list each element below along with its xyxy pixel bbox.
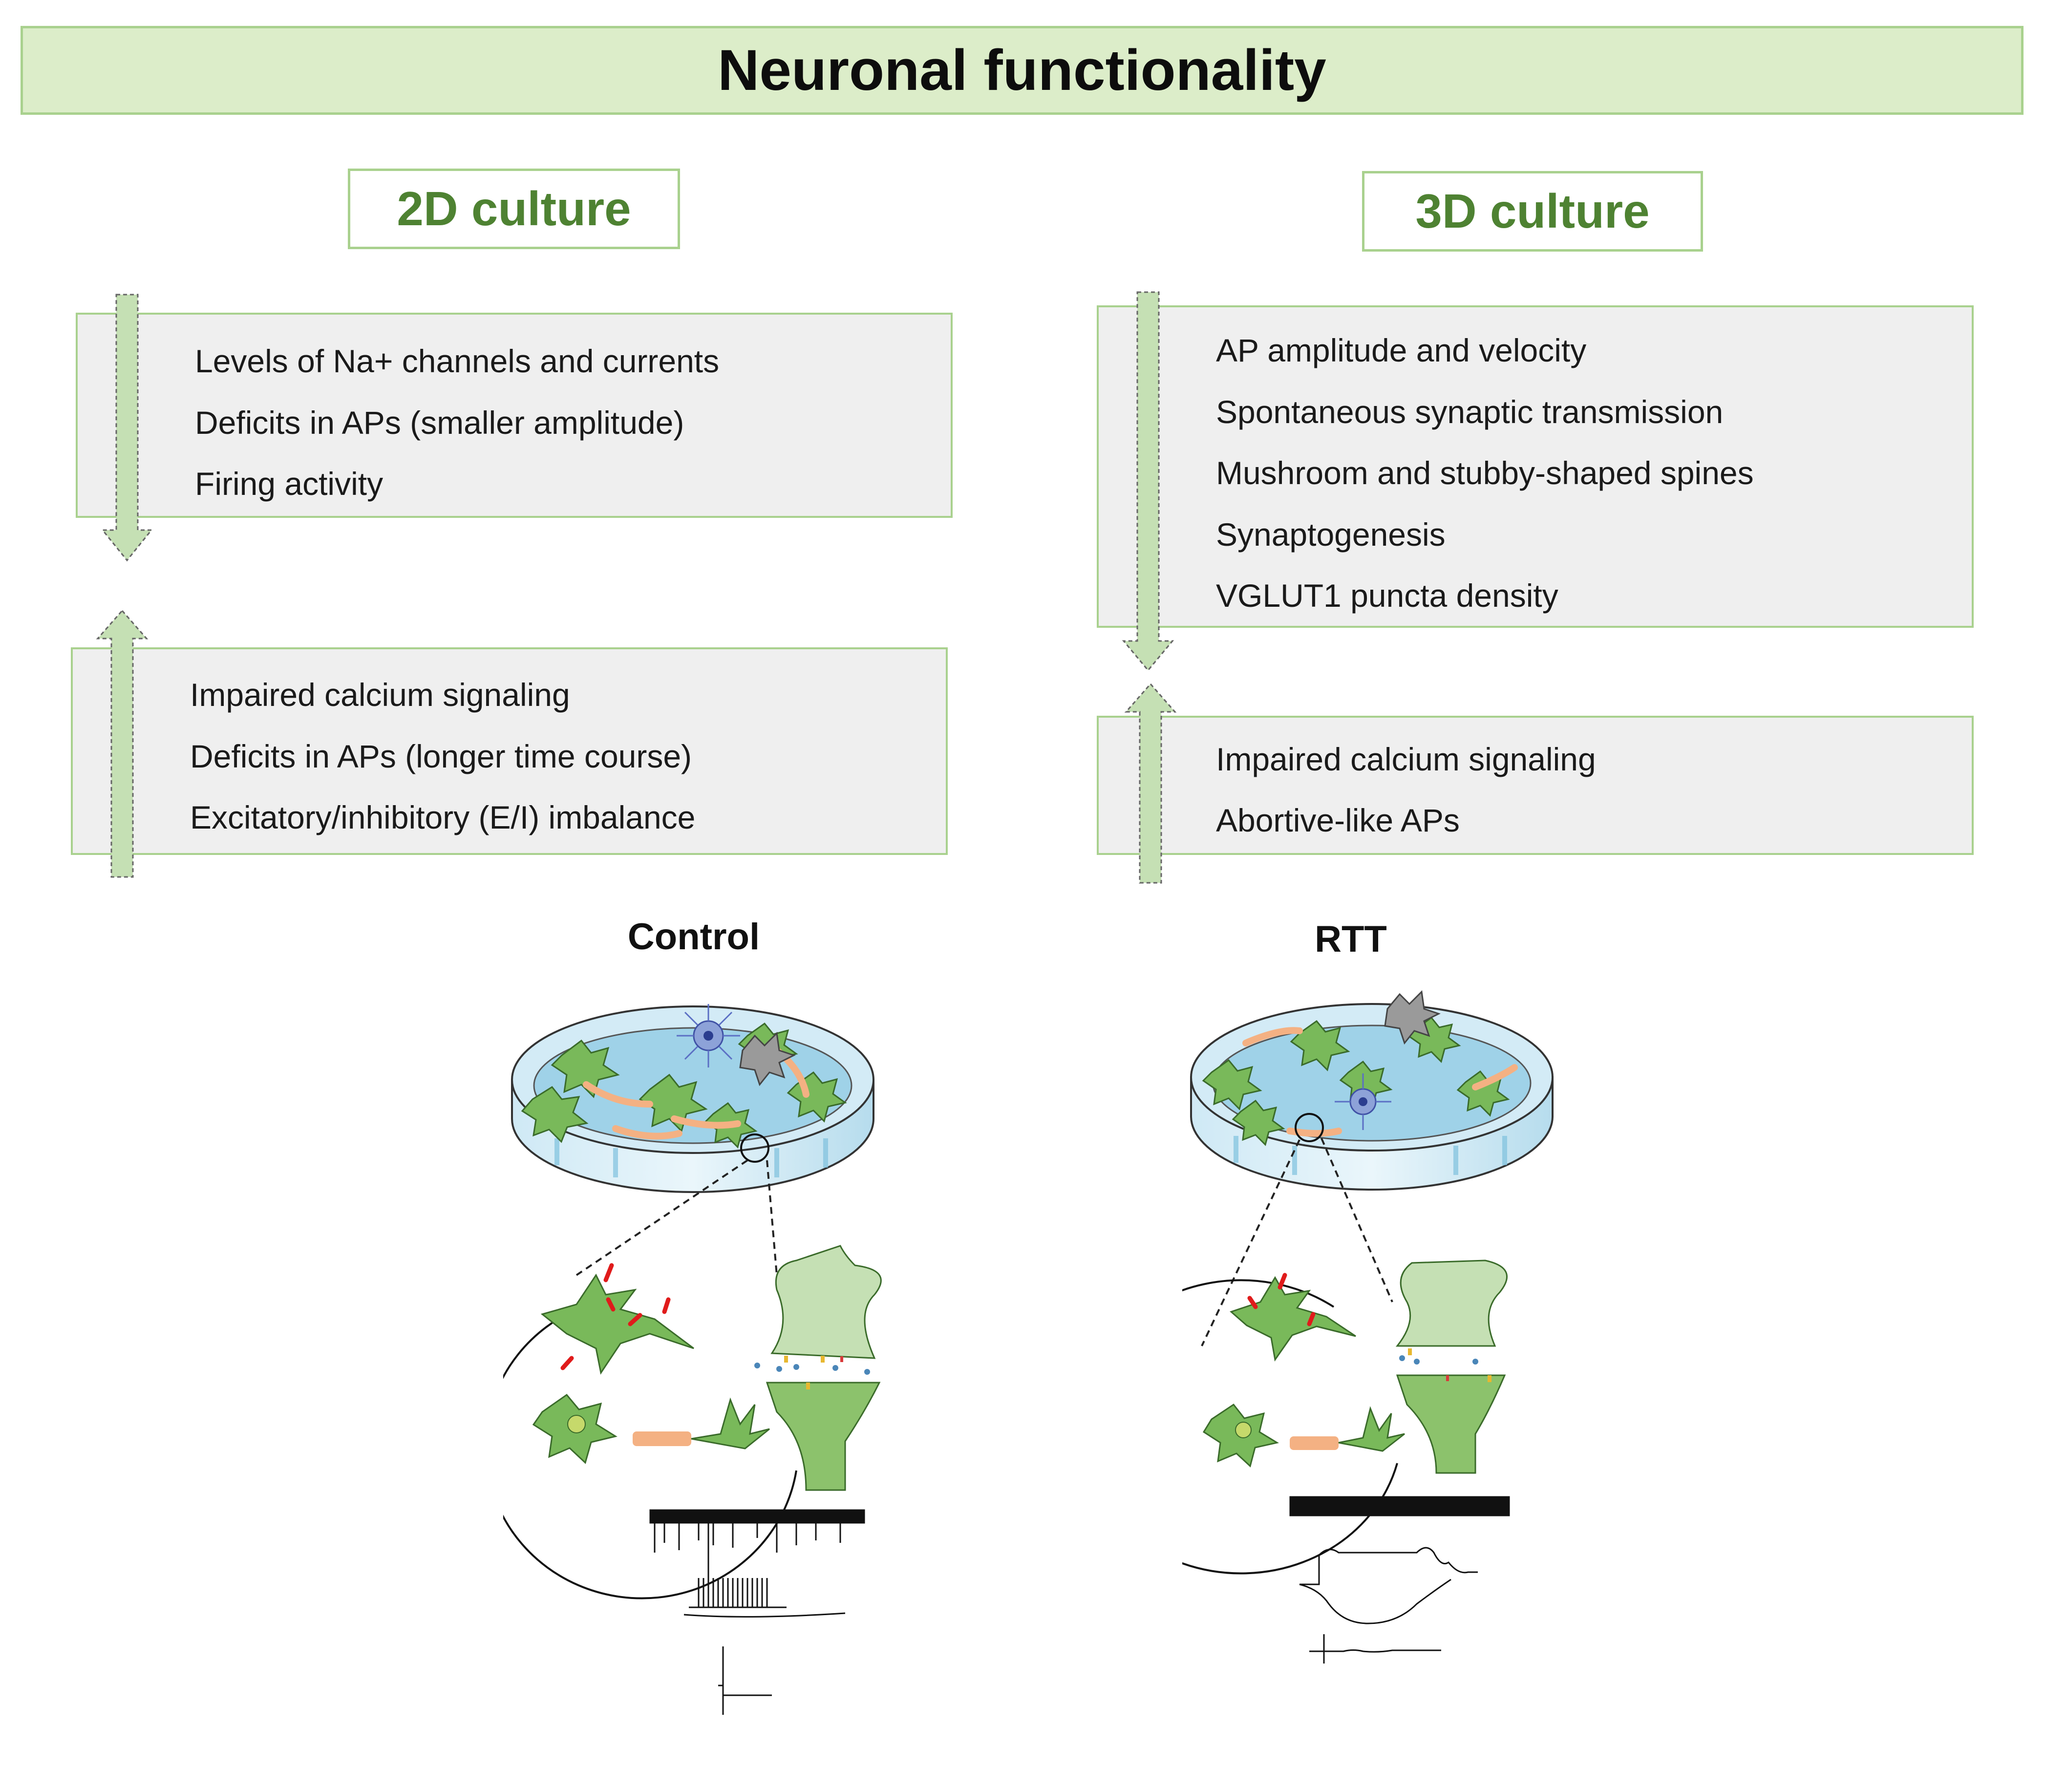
zoom-outline	[503, 1308, 797, 1600]
neuron-icon	[532, 1393, 770, 1464]
microglia-icon	[1384, 990, 1441, 1045]
zoom-circle	[1295, 1113, 1324, 1142]
down-arrow-icon	[101, 294, 153, 562]
list-item: Synaptogenesis	[1216, 516, 1446, 553]
list-item: Deficits in APs (longer time course)	[190, 738, 692, 774]
petri-dish-icon	[1190, 1003, 1554, 1191]
panel-2d-decreased: Levels of Na+ channels and currents Defi…	[76, 313, 953, 518]
figure-title: Neuronal functionality	[718, 38, 1326, 103]
title-banner: Neuronal functionality	[21, 26, 2024, 115]
list-item: Deficits in APs (smaller amplitude)	[195, 405, 684, 441]
list-item: AP amplitude and velocity	[1216, 332, 1587, 368]
panel-3d-decreased: AP amplitude and velocity Spontaneous sy…	[1097, 305, 1974, 628]
tag-2d-culture: 2D culture	[348, 169, 680, 249]
list-item: Firing activity	[195, 466, 383, 502]
list-item: Impaired calcium signaling	[190, 677, 570, 713]
up-arrow-icon	[1124, 683, 1177, 884]
list-item: Mushroom and stubby-shaped spines	[1216, 455, 1754, 491]
down-arrow-icon	[1122, 291, 1174, 672]
rtt-illustration	[1182, 990, 1554, 1664]
label-3d-culture: 3D culture	[1415, 184, 1650, 238]
list-item: Abortive-like APs	[1216, 802, 1460, 838]
label-control: Control	[627, 916, 760, 958]
electrophysiology-trace-icon	[649, 1509, 865, 1715]
panel-3d-increased: Impaired calcium signaling Abortive-like…	[1097, 716, 1974, 855]
list-item: Spontaneous synaptic transmission	[1216, 394, 1724, 430]
label-2d-culture: 2D culture	[397, 182, 631, 235]
up-arrow-icon	[96, 609, 149, 878]
list-item: Impaired calcium signaling	[1216, 741, 1596, 777]
list-item: Excitatory/inhibitory (E/I) imbalance	[190, 799, 696, 835]
list-item: VGLUT1 puncta density	[1216, 577, 1558, 614]
synapse-icon	[1395, 1259, 1508, 1474]
zoom-circle	[740, 1133, 769, 1163]
microglia-icon	[739, 1031, 796, 1087]
control-illustration	[503, 1004, 882, 1715]
tag-3d-culture: 3D culture	[1362, 171, 1703, 252]
astrocyte-icon	[1335, 1073, 1391, 1130]
neuron-icon	[1202, 1403, 1405, 1468]
dendrite-spines-icon	[1230, 1273, 1356, 1362]
panel-2d-increased: Impaired calcium signaling Deficits in A…	[71, 647, 948, 855]
electrophysiology-trace-icon	[1289, 1496, 1510, 1664]
list-item: Levels of Na+ channels and currents	[195, 343, 720, 379]
synapse-icon	[754, 1245, 882, 1491]
dendrite-spines-icon	[540, 1263, 694, 1375]
astrocyte-icon	[677, 1004, 740, 1067]
label-rtt: RTT	[1315, 918, 1387, 960]
